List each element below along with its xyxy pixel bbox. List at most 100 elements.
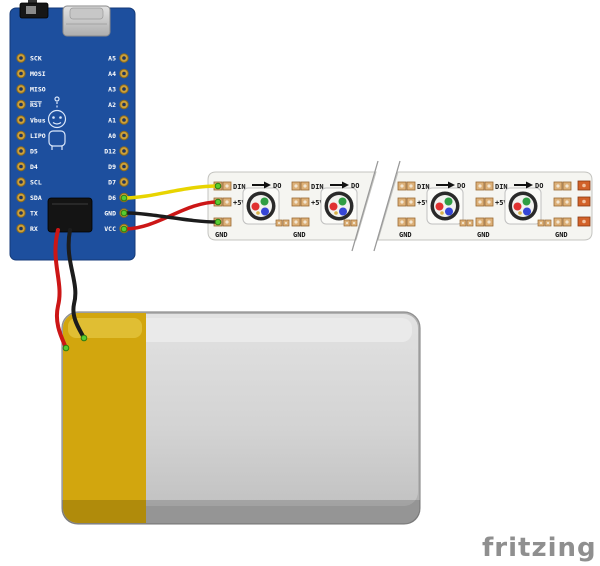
led-pixel bbox=[426, 187, 464, 225]
strip-do-label: DO bbox=[535, 182, 543, 190]
pin-label: A3 bbox=[108, 86, 116, 94]
pin-pad bbox=[16, 68, 26, 79]
pin-label: GND bbox=[104, 210, 116, 218]
pin-label: A2 bbox=[108, 101, 116, 109]
battery-wrap-band-edge bbox=[118, 313, 146, 523]
wire-joint bbox=[62, 344, 70, 352]
strip-gnd-label: GND bbox=[399, 231, 412, 239]
pin-pad bbox=[16, 208, 26, 218]
left-pin-labels: SCK MOSI MISO RST Vbus LIPO D5 D4 SCL SD… bbox=[30, 55, 46, 234]
pin-pad bbox=[119, 84, 129, 94]
pin-pad bbox=[119, 115, 129, 125]
strip-din-label: DIN bbox=[233, 183, 246, 191]
pin-label: Vbus bbox=[30, 117, 46, 125]
strip-din-label: DIN bbox=[495, 183, 508, 191]
wire-joint bbox=[214, 182, 222, 190]
usb-connector-icon bbox=[62, 5, 111, 37]
pin-pad bbox=[119, 161, 129, 172]
strip-gnd-label: GND bbox=[555, 231, 568, 239]
fritzing-watermark: fritzing bbox=[482, 533, 597, 563]
pin-label: RST bbox=[30, 101, 42, 109]
pin-pad bbox=[16, 223, 26, 234]
strip-end-pad bbox=[577, 180, 591, 191]
pin-label: TX bbox=[30, 210, 38, 218]
strip-do-label: DO bbox=[351, 182, 359, 190]
pin-label: A1 bbox=[108, 117, 116, 125]
pin-label: D12 bbox=[104, 148, 116, 156]
pin-pad bbox=[16, 130, 26, 141]
pin-pad bbox=[16, 84, 26, 94]
strip-din-label: DIN bbox=[417, 183, 430, 191]
strip-break-line bbox=[373, 160, 401, 252]
pin-label: MOSI bbox=[30, 70, 46, 78]
pin-label: SDA bbox=[30, 194, 42, 202]
wire-joint bbox=[214, 198, 222, 206]
neopixel-strip: DIN +5V GND DO DIN +5V GND DO DIN +5V GN… bbox=[207, 160, 593, 252]
pin-pad bbox=[16, 177, 26, 187]
pin-pad bbox=[16, 192, 26, 203]
wires bbox=[53, 184, 220, 350]
led-pixel bbox=[242, 187, 280, 225]
battery-bottom-shadow bbox=[62, 500, 420, 524]
strip-end-pad bbox=[577, 196, 591, 207]
strip-5v-label: +5V bbox=[417, 199, 430, 207]
pin-label: A4 bbox=[108, 70, 116, 78]
led-pixel bbox=[504, 187, 542, 225]
pin-pad bbox=[119, 53, 129, 63]
wire-ground bbox=[122, 211, 220, 224]
robot-logo-icon bbox=[47, 96, 67, 150]
pin-pad bbox=[119, 146, 129, 156]
lipo-battery bbox=[61, 311, 421, 525]
pin-label: VCC bbox=[104, 225, 116, 233]
power-switch-icon bbox=[19, 0, 49, 19]
pin-label: D6 bbox=[108, 194, 116, 202]
pin-label: LIPO bbox=[30, 132, 46, 140]
pin-pad bbox=[16, 115, 26, 125]
pin-label: D7 bbox=[108, 179, 116, 187]
strip-5v-label: +5V bbox=[233, 199, 246, 207]
strip-do-label: DO bbox=[273, 182, 281, 190]
pin-label: SCK bbox=[30, 55, 42, 63]
battery-wrap-highlight bbox=[68, 318, 142, 338]
battery-highlight bbox=[70, 318, 412, 342]
strip-gnd-label: GND bbox=[293, 231, 306, 239]
pin-pad bbox=[119, 99, 129, 110]
microcontroller-board: SCK MOSI MISO RST Vbus LIPO D5 D4 SCL SD… bbox=[9, 0, 136, 261]
pin-pad bbox=[119, 130, 129, 141]
wire-joint bbox=[80, 334, 88, 342]
pin-pad bbox=[119, 177, 129, 187]
pin-pad bbox=[16, 99, 26, 110]
pin-label: SCL bbox=[30, 179, 42, 187]
battery-wire-negative bbox=[66, 228, 86, 340]
wire-joint bbox=[120, 209, 128, 217]
pin-label: A5 bbox=[108, 55, 116, 63]
strip-din-label: DIN bbox=[311, 183, 324, 191]
pin-label: D4 bbox=[30, 163, 38, 171]
led-pixel bbox=[320, 187, 358, 225]
pin-label: A0 bbox=[108, 132, 116, 140]
strip-break-line bbox=[351, 160, 379, 252]
pin-label: MISO bbox=[30, 86, 46, 94]
strip-5v-label: +5V bbox=[495, 199, 508, 207]
pin-label: D9 bbox=[108, 163, 116, 171]
wire-joint bbox=[120, 194, 128, 202]
pin-pad bbox=[16, 146, 26, 156]
wire-joint bbox=[214, 218, 222, 226]
right-pin-labels: A5 A4 A3 A2 A1 A0 D12 D9 D7 D6 GND VCC bbox=[104, 55, 116, 234]
strip-gnd-label: GND bbox=[477, 231, 490, 239]
pin-label: RX bbox=[30, 225, 38, 233]
strip-end-pad bbox=[577, 216, 591, 227]
battery-connector bbox=[47, 197, 93, 233]
wire-power bbox=[122, 200, 220, 231]
battery-wire-positive bbox=[53, 228, 68, 350]
wire-data bbox=[122, 184, 220, 200]
wire-joint bbox=[120, 225, 128, 233]
pin-pad bbox=[119, 68, 129, 79]
pin-pad bbox=[16, 53, 26, 63]
pin-label: D5 bbox=[30, 148, 38, 156]
strip-5v-label: +5V bbox=[311, 199, 324, 207]
battery-body bbox=[64, 314, 418, 506]
strip-do-label: DO bbox=[457, 182, 465, 190]
